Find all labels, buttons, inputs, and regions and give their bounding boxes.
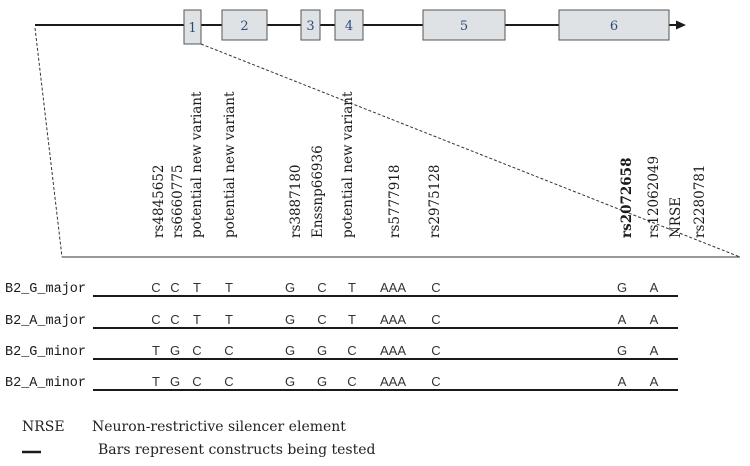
exon-label: 3: [306, 19, 314, 34]
allele: G: [285, 312, 295, 327]
allele: C: [192, 374, 201, 389]
snp-label: Enssnp66936: [310, 145, 326, 238]
construct-name: B2_A_minor: [5, 376, 86, 391]
snp-label: rs2072658: [619, 158, 635, 238]
allele: A: [650, 280, 659, 295]
snp-label: rs6660775: [170, 164, 186, 238]
legend-nrse-abbr: NRSE: [22, 419, 65, 435]
exon-label: 4: [345, 19, 353, 34]
allele: AAA: [380, 312, 406, 327]
allele: C: [347, 343, 356, 358]
exon-box: [558, 9, 670, 41]
allele: C: [431, 343, 440, 358]
allele: AAA: [380, 343, 406, 358]
allele: C: [170, 280, 179, 295]
allele: G: [317, 343, 327, 358]
allele: G: [285, 280, 295, 295]
exon-label: 1: [188, 21, 196, 36]
allele: AAA: [380, 280, 406, 295]
exon-label: 6: [610, 19, 618, 34]
allele: T: [193, 312, 201, 327]
snp-label: rs2280781: [692, 164, 708, 238]
allele: T: [152, 343, 160, 358]
allele: T: [348, 280, 356, 295]
allele: C: [224, 374, 233, 389]
allele: T: [152, 374, 160, 389]
allele: A: [618, 374, 627, 389]
allele: G: [285, 374, 295, 389]
snp-label: NRSE: [668, 197, 684, 238]
exon-5: 5: [422, 9, 506, 41]
allele: C: [431, 312, 440, 327]
construct-name: B2_G_minor: [5, 345, 86, 360]
exon-box: [221, 9, 268, 41]
zoom-line-left: [34, 27, 63, 258]
allele: T: [225, 312, 233, 327]
snp-label: rs2975128: [427, 164, 443, 238]
allele: T: [193, 280, 201, 295]
allele: C: [151, 312, 160, 327]
allele: C: [317, 312, 326, 327]
allele: C: [431, 374, 440, 389]
allele: C: [224, 343, 233, 358]
snp-label: rs5777918: [387, 164, 403, 238]
allele: T: [348, 312, 356, 327]
allele: A: [650, 312, 659, 327]
allele: C: [317, 280, 326, 295]
allele: A: [650, 374, 659, 389]
allele: A: [650, 343, 659, 358]
allele: G: [617, 343, 627, 358]
exon-label: 5: [460, 19, 468, 34]
exon-6: 6: [558, 9, 670, 41]
snp-label: rs3887180: [288, 164, 304, 238]
snp-label: potential new variant: [222, 91, 238, 238]
construct-name: B2_G_major: [5, 282, 86, 297]
allele: C: [151, 280, 160, 295]
snp-label: rs4845652: [151, 164, 167, 238]
exon-box: [422, 9, 506, 41]
allele: G: [170, 374, 180, 389]
allele: G: [317, 374, 327, 389]
allele: G: [170, 343, 180, 358]
exon-2: 2: [221, 9, 268, 41]
allele: C: [347, 374, 356, 389]
snp-label: potential new variant: [189, 91, 205, 238]
exon-box: [334, 9, 364, 41]
snp-label: potential new variant: [340, 91, 356, 238]
exon-box: [300, 9, 321, 41]
allele: T: [225, 280, 233, 295]
zoom-line-right: [200, 43, 741, 258]
allele: G: [285, 343, 295, 358]
exon-label: 2: [240, 19, 248, 34]
allele: A: [618, 312, 627, 327]
exon-3: 3: [300, 9, 321, 41]
allele: G: [617, 280, 627, 295]
gene-direction-arrow: [676, 20, 686, 30]
allele: C: [192, 343, 201, 358]
exon-box: [183, 9, 202, 45]
exon-1: 1: [183, 9, 202, 45]
exon-4: 4: [334, 9, 364, 41]
legend-nrse-text: Neuron-restrictive silencer element: [92, 419, 346, 435]
allele: C: [431, 280, 440, 295]
allele: AAA: [380, 374, 406, 389]
snp-label: rs12062049: [646, 156, 662, 238]
allele: C: [170, 312, 179, 327]
construct-name: B2_A_major: [5, 314, 86, 329]
legend-bar-text: Bars represent constructs being tested: [98, 442, 376, 458]
